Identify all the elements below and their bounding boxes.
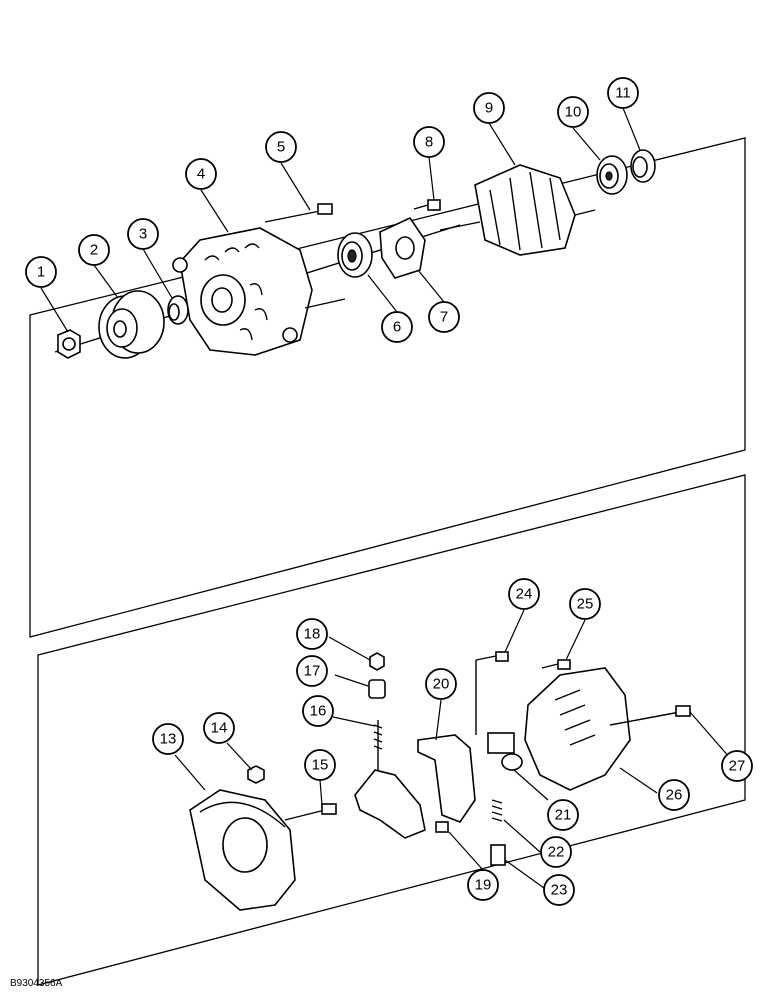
callout-16-label: 16 bbox=[310, 703, 327, 720]
callout-21: 21 bbox=[547, 799, 579, 831]
callout-6: 6 bbox=[381, 311, 413, 343]
callout-24-label: 24 bbox=[516, 586, 533, 603]
callout-1-label: 1 bbox=[37, 264, 45, 281]
long-bolt-part bbox=[609, 705, 691, 726]
figure-code: B9304356A bbox=[10, 978, 63, 989]
callout-2-label: 2 bbox=[90, 242, 98, 259]
callout-25: 25 bbox=[569, 588, 601, 620]
drive-end-frame-part bbox=[172, 227, 313, 356]
callout-3: 3 bbox=[127, 218, 159, 250]
callout-20: 20 bbox=[425, 668, 457, 700]
brush-spring-part bbox=[491, 799, 503, 822]
retainer-plate-part bbox=[379, 216, 426, 279]
front-bearing-part bbox=[337, 232, 373, 278]
callout-6-label: 6 bbox=[393, 319, 401, 336]
callout-14-label: 14 bbox=[211, 720, 228, 737]
callout-14: 14 bbox=[203, 712, 235, 744]
callout-21-label: 21 bbox=[555, 807, 572, 824]
regulator-part bbox=[487, 732, 523, 771]
callout-4: 4 bbox=[185, 158, 217, 190]
holder-screw-part bbox=[435, 821, 449, 833]
end-cover-part bbox=[524, 667, 631, 791]
callout-22-label: 22 bbox=[548, 844, 565, 861]
callout-7: 7 bbox=[428, 301, 460, 333]
callout-10: 10 bbox=[557, 96, 589, 128]
leader-lines bbox=[40, 107, 738, 889]
callout-19: 19 bbox=[467, 869, 499, 901]
callout-20-label: 20 bbox=[433, 676, 450, 693]
callout-8-label: 8 bbox=[425, 134, 433, 151]
brush-holder-part bbox=[417, 734, 476, 823]
callout-11-label: 11 bbox=[615, 85, 631, 102]
callout-7-label: 7 bbox=[440, 309, 448, 326]
callout-19-label: 19 bbox=[475, 877, 492, 894]
callout-13-label: 13 bbox=[160, 731, 177, 748]
callout-17: 17 bbox=[296, 655, 328, 687]
callout-26-label: 26 bbox=[666, 787, 683, 804]
bearing-cover-part bbox=[630, 149, 656, 183]
callout-18: 18 bbox=[296, 618, 328, 650]
terminal-nut-part bbox=[247, 765, 265, 784]
callout-9: 9 bbox=[473, 92, 505, 124]
lower-assembly-frame bbox=[37, 474, 746, 986]
callout-24: 24 bbox=[508, 578, 540, 610]
callout-2: 2 bbox=[78, 234, 110, 266]
callout-15-label: 15 bbox=[312, 757, 329, 774]
rear-bearing-part bbox=[596, 155, 628, 195]
callout-27: 27 bbox=[721, 750, 753, 782]
callout-5: 5 bbox=[265, 131, 297, 163]
callout-10-label: 10 bbox=[565, 104, 582, 121]
callout-13: 13 bbox=[152, 723, 184, 755]
callout-15: 15 bbox=[304, 749, 336, 781]
regulator-screw-part bbox=[475, 651, 509, 735]
callout-1: 1 bbox=[25, 256, 57, 288]
pulley-part bbox=[98, 290, 165, 359]
callout-18-label: 18 bbox=[304, 626, 321, 643]
rotor-part bbox=[439, 164, 596, 256]
callout-27-label: 27 bbox=[729, 758, 746, 775]
rear-bolt-part bbox=[284, 803, 337, 821]
callout-4-label: 4 bbox=[197, 166, 205, 183]
brush-part bbox=[490, 844, 506, 866]
callout-8: 8 bbox=[413, 126, 445, 158]
callout-3-label: 3 bbox=[139, 226, 147, 243]
nut-part bbox=[57, 329, 81, 359]
cover-screw-part bbox=[541, 659, 571, 670]
upper-assembly-frame bbox=[29, 137, 746, 638]
callout-23-label: 23 bbox=[551, 882, 568, 899]
through-bolt-part bbox=[264, 203, 346, 309]
callout-11: 11 bbox=[607, 77, 639, 109]
rectifier-holder-part bbox=[354, 769, 426, 839]
callout-5-label: 5 bbox=[277, 139, 285, 156]
callout-9-label: 9 bbox=[485, 100, 493, 117]
spacer-part bbox=[167, 295, 189, 325]
callout-16: 16 bbox=[302, 695, 334, 727]
rear-end-frame-part bbox=[189, 789, 296, 911]
retainer-screw-part bbox=[413, 199, 441, 211]
callout-23: 23 bbox=[543, 874, 575, 906]
terminal-stud-part bbox=[373, 720, 383, 770]
callout-22: 22 bbox=[540, 836, 572, 868]
insulator-nut-part bbox=[369, 652, 385, 671]
callout-17-label: 17 bbox=[304, 663, 321, 680]
callout-26: 26 bbox=[658, 779, 690, 811]
callout-25-label: 25 bbox=[577, 596, 594, 613]
insulator-part bbox=[368, 679, 386, 699]
